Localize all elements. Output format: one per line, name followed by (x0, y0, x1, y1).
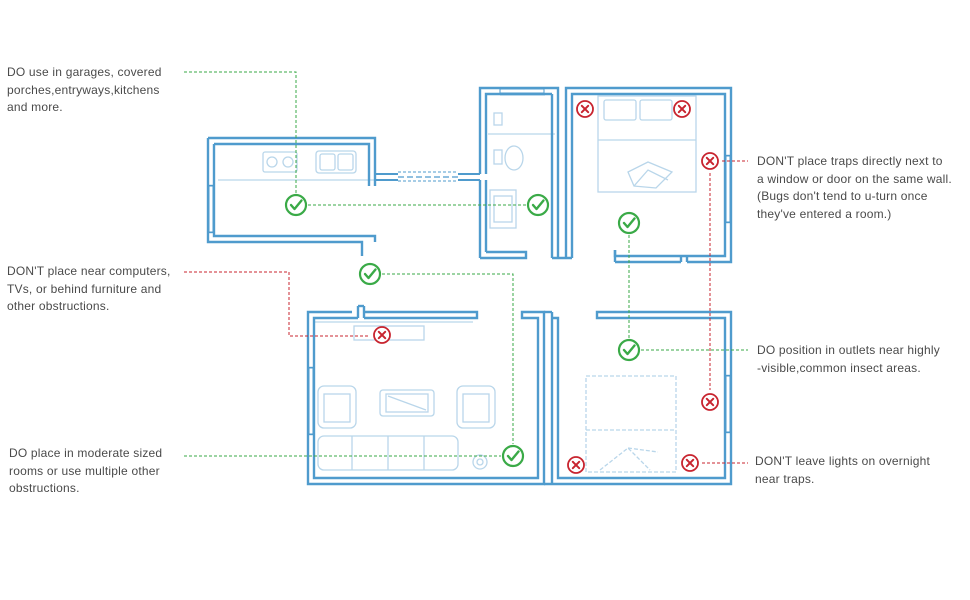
x-circle-icon (673, 100, 691, 118)
note-window-line: DON'T place traps directly next to (757, 154, 943, 168)
note-lights: DON'T leave lights on overnight near tra… (755, 453, 930, 488)
leader-lines (184, 71, 748, 464)
corridor-link (375, 171, 480, 182)
note-computers-line: TVs, or behind furniture and (7, 281, 162, 296)
x-circle-icon (701, 393, 719, 411)
x-circle-icon (576, 100, 594, 118)
note-computers-line: DON'T place near computers, (7, 264, 171, 278)
kitchen-walls (206, 136, 377, 256)
note-moderate-line: rooms or use multiple other (9, 463, 160, 478)
leader-hall (382, 273, 514, 444)
x-circle-icon (701, 152, 719, 170)
note-outlets: DO position in outlets near highly -visi… (757, 342, 940, 377)
note-outlets-line: DO position in outlets near highly (757, 343, 940, 357)
check-circle-icon (501, 444, 525, 468)
x-circle-icon (567, 456, 585, 474)
furniture-layer (218, 94, 697, 473)
note-window-line: they've entered a room.) (757, 206, 892, 221)
x-circle-icon (681, 454, 699, 472)
leader-computers (184, 271, 370, 337)
walls-layer (206, 86, 733, 486)
note-outlets-line: -visible,common insect areas. (757, 360, 921, 375)
note-moderate-line: obstructions. (9, 481, 80, 495)
note-garages-line: and more. (7, 100, 63, 114)
check-circle-icon (358, 262, 382, 286)
note-garages-line: DO use in garages, covered (7, 65, 162, 79)
note-lights-line: DON'T leave lights on overnight (755, 454, 931, 468)
bed-bottom (585, 375, 677, 473)
bathroom-walls (478, 86, 572, 260)
note-moderate-line: DO place in moderate sized (9, 446, 163, 460)
note-computers-line: other obstructions. (7, 299, 110, 313)
leader-garages (184, 71, 297, 205)
bedroom-bottom-walls (544, 310, 733, 486)
note-window-line: a window or door on the same wall. (757, 171, 952, 186)
note-window-line: (Bugs don't tend to u-turn once (757, 189, 928, 203)
check-circle-icon (526, 193, 550, 217)
check-circle-icon (617, 338, 641, 362)
living-room-furniture (314, 321, 496, 471)
x-circle-icon (373, 326, 391, 344)
check-circle-icon (284, 193, 308, 217)
note-garages-line: porches,entryways,kitchens (7, 82, 160, 97)
check-circle-icon (617, 211, 641, 235)
note-window: DON'T place traps directly next to a win… (757, 153, 952, 223)
note-computers: DON'T place near computers, TVs, or behi… (7, 263, 171, 316)
bed-top (597, 95, 697, 193)
note-moderate: DO place in moderate sized rooms or use … (9, 445, 162, 498)
markers-layer (284, 100, 719, 474)
note-lights-line: near traps. (755, 471, 815, 486)
living-room-walls (306, 304, 546, 486)
note-garages: DO use in garages, covered porches,entry… (7, 64, 162, 117)
bedroom-top-walls (564, 86, 733, 264)
